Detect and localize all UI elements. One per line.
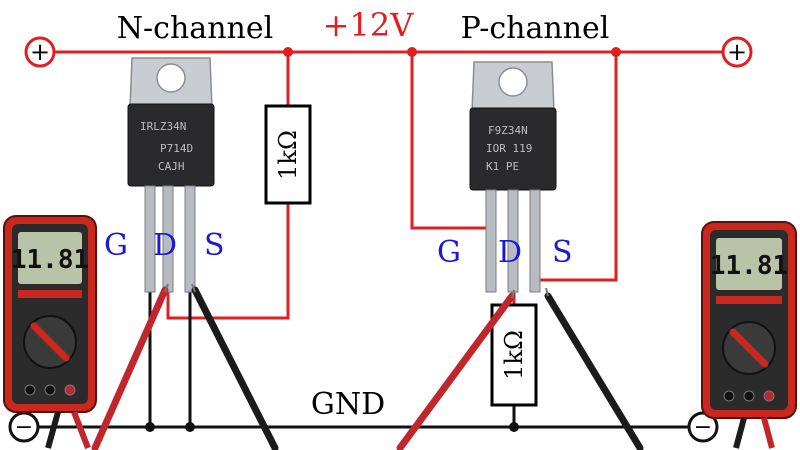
svg-text:−: − [15,415,33,440]
n-channel-mosfet: IRLZ34N P714D CAJH [127,57,215,293]
svg-text:+: + [30,38,50,66]
lcd-display-right [716,238,782,290]
svg-text:CAJH: CAJH [158,160,185,173]
svg-text:IOR 119: IOR 119 [486,142,532,155]
multimeter-left: 11.81 [3,215,97,413]
svg-text:1kΩ: 1kΩ [500,330,528,380]
n-channel-label: N-channel [117,11,273,46]
svg-text:IRLZ34N: IRLZ34N [140,120,186,133]
minus-terminal-right: − [687,411,719,443]
svg-text:K1 PE: K1 PE [486,160,519,173]
minus-terminal-left: − [8,411,40,443]
multimeter-right: 11.81 [701,221,797,419]
p-pin-s-label: S [552,235,573,270]
svg-text:1kΩ: 1kΩ [274,130,302,180]
resistor-p-side: 1kΩ [490,303,538,407]
p-channel-label: P-channel [461,11,610,46]
gnd-label: GND [311,387,385,422]
probe-leads-right [396,287,644,450]
resistor-n-side: 1kΩ [264,104,312,205]
n-pin-d-label: D [153,228,177,263]
svg-text:F9Z34N: F9Z34N [488,124,528,137]
supply-voltage-label: +12V [323,6,415,44]
n-pin-g-label: G [104,228,128,263]
svg-text:+: + [727,38,747,66]
plus-terminal-left: + [24,36,56,68]
p-pin-g-label: G [437,235,461,270]
meter-lead-stubs [45,410,775,450]
n-side-wiring [145,47,293,432]
p-pin-d-label: D [498,235,522,270]
svg-text:11.81: 11.81 [11,245,89,275]
n-pin-s-label: S [204,228,225,263]
plus-terminal-right: + [721,36,753,68]
svg-text:11.81: 11.81 [710,251,788,281]
svg-text:P714D: P714D [160,142,193,155]
svg-text:−: − [694,415,712,440]
p-channel-mosfet: F9Z34N IOR 119 K1 PE [469,61,557,293]
probe-leads-left [91,283,279,450]
lcd-display-left [18,232,82,284]
